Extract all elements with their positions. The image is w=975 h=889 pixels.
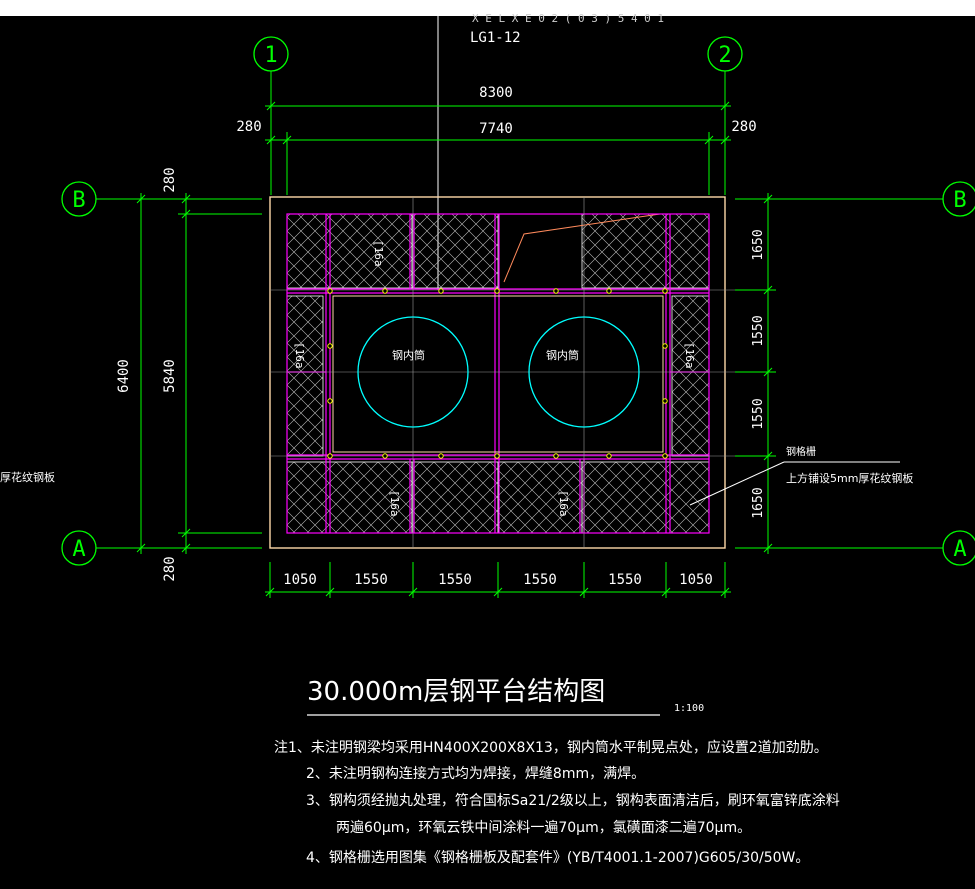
dim-edge-left-top: 280: [162, 167, 178, 192]
label-beam-right: [16a: [683, 342, 696, 369]
bottom-dimensions: [265, 562, 731, 598]
dim-bottom-3: 1550: [438, 572, 472, 588]
left-dimensions: [136, 193, 262, 554]
left-cut-label: 厚花纹钢板: [0, 470, 55, 484]
dim-bottom-4: 1550: [523, 572, 557, 588]
note-2: 2、未注明钢构连接方式均为焊接，焊缝8mm，满焊。: [306, 765, 645, 782]
label-beam-top: [16a: [372, 240, 385, 267]
reference-lines: [270, 197, 770, 548]
dim-edge-top-left: 280: [236, 119, 261, 135]
top-dimensions: [265, 101, 731, 195]
axis-label-b-left: B: [72, 188, 85, 213]
dim-right-4: 1650: [751, 487, 766, 518]
steel-cylinder-left: [357, 316, 469, 428]
grating-panels: [286, 213, 710, 534]
axis-label-1: 1: [264, 43, 277, 68]
label-beam-left: [16a: [293, 342, 306, 369]
dim-bottom-1: 1050: [283, 572, 317, 588]
drawing-scale: 1:100: [674, 703, 704, 714]
right-dimensions: [735, 193, 776, 554]
axis-label-a-right: A: [953, 537, 966, 562]
window-top-strip: [0, 0, 975, 16]
label-cylinder-left: 钢内筒: [392, 348, 425, 362]
dim-inner-height: 5840: [162, 359, 178, 393]
dim-inner-width: 7740: [479, 121, 513, 137]
note-3: 3、钢构须经抛丸处理，符合国标Sa21/2级以上，钢构表面清洁后，刷环氧富锌底涂…: [306, 792, 840, 809]
ref-partial: X E L X E 0 2 ( 0 3 ) 5 4 0 1: [472, 12, 664, 25]
axis-label-b-right: B: [953, 188, 966, 213]
platform-outline: [269, 196, 726, 549]
grating-detail: 上方铺设5mm厚花纹钢板: [786, 471, 913, 485]
note-3-continued: 两遍60μm，环氧云铁中间涂料一遍70μm，氯磺面漆二遍70μm。: [336, 820, 751, 836]
dim-bottom-5: 1550: [608, 572, 642, 588]
drawing-title: 30.000m层钢平台结构图: [307, 677, 605, 707]
note-4: 4、钢格栅选用图集《钢格栅板及配套件》(YB/T4001.1-2007)G605…: [306, 849, 809, 866]
label-cylinder-right: 钢内筒: [546, 348, 579, 362]
dim-edge-top-right: 280: [731, 119, 756, 135]
ref-code: LG1-12: [470, 30, 521, 46]
dim-right-1: 1650: [751, 229, 766, 260]
dim-right-3: 1550: [751, 398, 766, 429]
dim-right-2: 1550: [751, 315, 766, 346]
dim-overall-width: 8300: [479, 85, 513, 101]
opening-outline: [503, 213, 661, 283]
dim-bottom-2: 1550: [354, 572, 388, 588]
note-1: 注1、未注明钢梁均采用HN400X200X8X13，钢内筒水平制晃点处，应设置2…: [274, 739, 828, 756]
label-beam-bottom-2: [16a: [557, 490, 570, 517]
dim-overall-height: 6400: [116, 359, 132, 393]
axis-label-a-left: A: [72, 537, 85, 562]
grating-title: 钢格栅: [786, 445, 816, 458]
cylinder-frame: [332, 295, 664, 453]
label-beam-bottom-1: [16a: [388, 490, 401, 517]
grating-leader: [689, 461, 785, 506]
steel-cylinder-right: [528, 316, 640, 428]
dim-edge-left-bottom: 280: [162, 556, 178, 581]
dim-bottom-6: 1050: [679, 572, 713, 588]
axis-label-2: 2: [718, 43, 731, 68]
bolt-points: [327, 288, 668, 459]
